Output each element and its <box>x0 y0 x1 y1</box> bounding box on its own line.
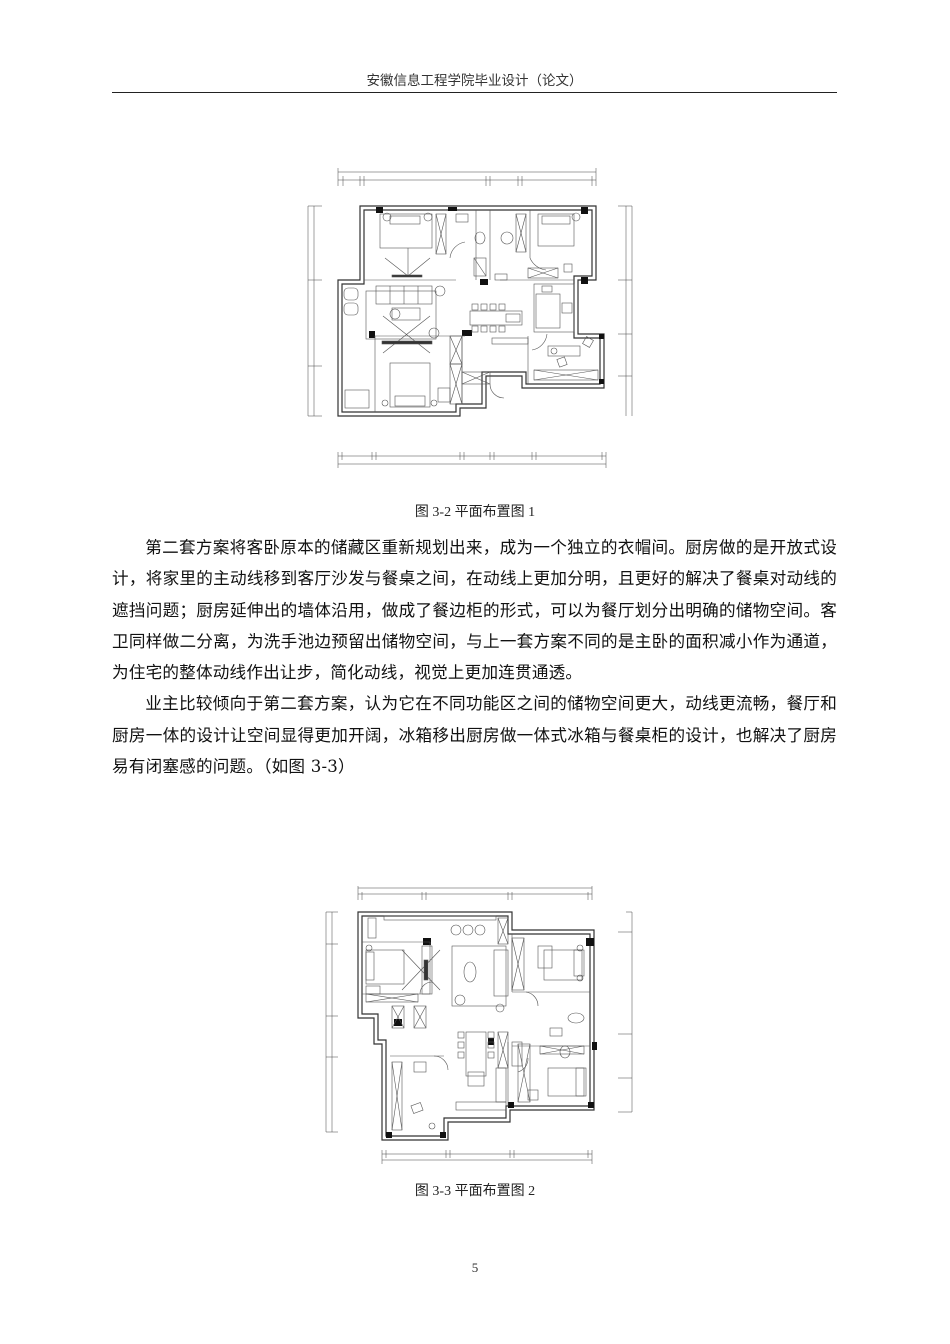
figure-caption-3-3: 图 3-3 平面布置图 2 <box>414 1184 536 1199</box>
page-number: 5 <box>471 1260 479 1275</box>
figure-caption-3-2: 图 3-2 平面布置图 1 <box>414 505 536 520</box>
dimension-lines-top <box>337 168 597 186</box>
page-header: 安徽信息工程学院毕业设计（论文） <box>112 72 837 93</box>
floor-plan-1 <box>300 158 640 478</box>
floor-plan-2 <box>322 882 642 1172</box>
paragraph-1: 第二套方案将客卧原本的储藏区重新规划出来，成为一个独立的衣帽间。厨房做的是开放式… <box>112 538 837 683</box>
body-text: 第二套方案将客卧原本的储藏区重新规划出来，成为一个独立的衣帽间。厨房做的是开放式… <box>112 532 837 782</box>
paragraph-2: 业主比较倾向于第二套方案，认为它在不同功能区之间的储物空间更大，动线更流畅，餐厅… <box>112 694 837 777</box>
